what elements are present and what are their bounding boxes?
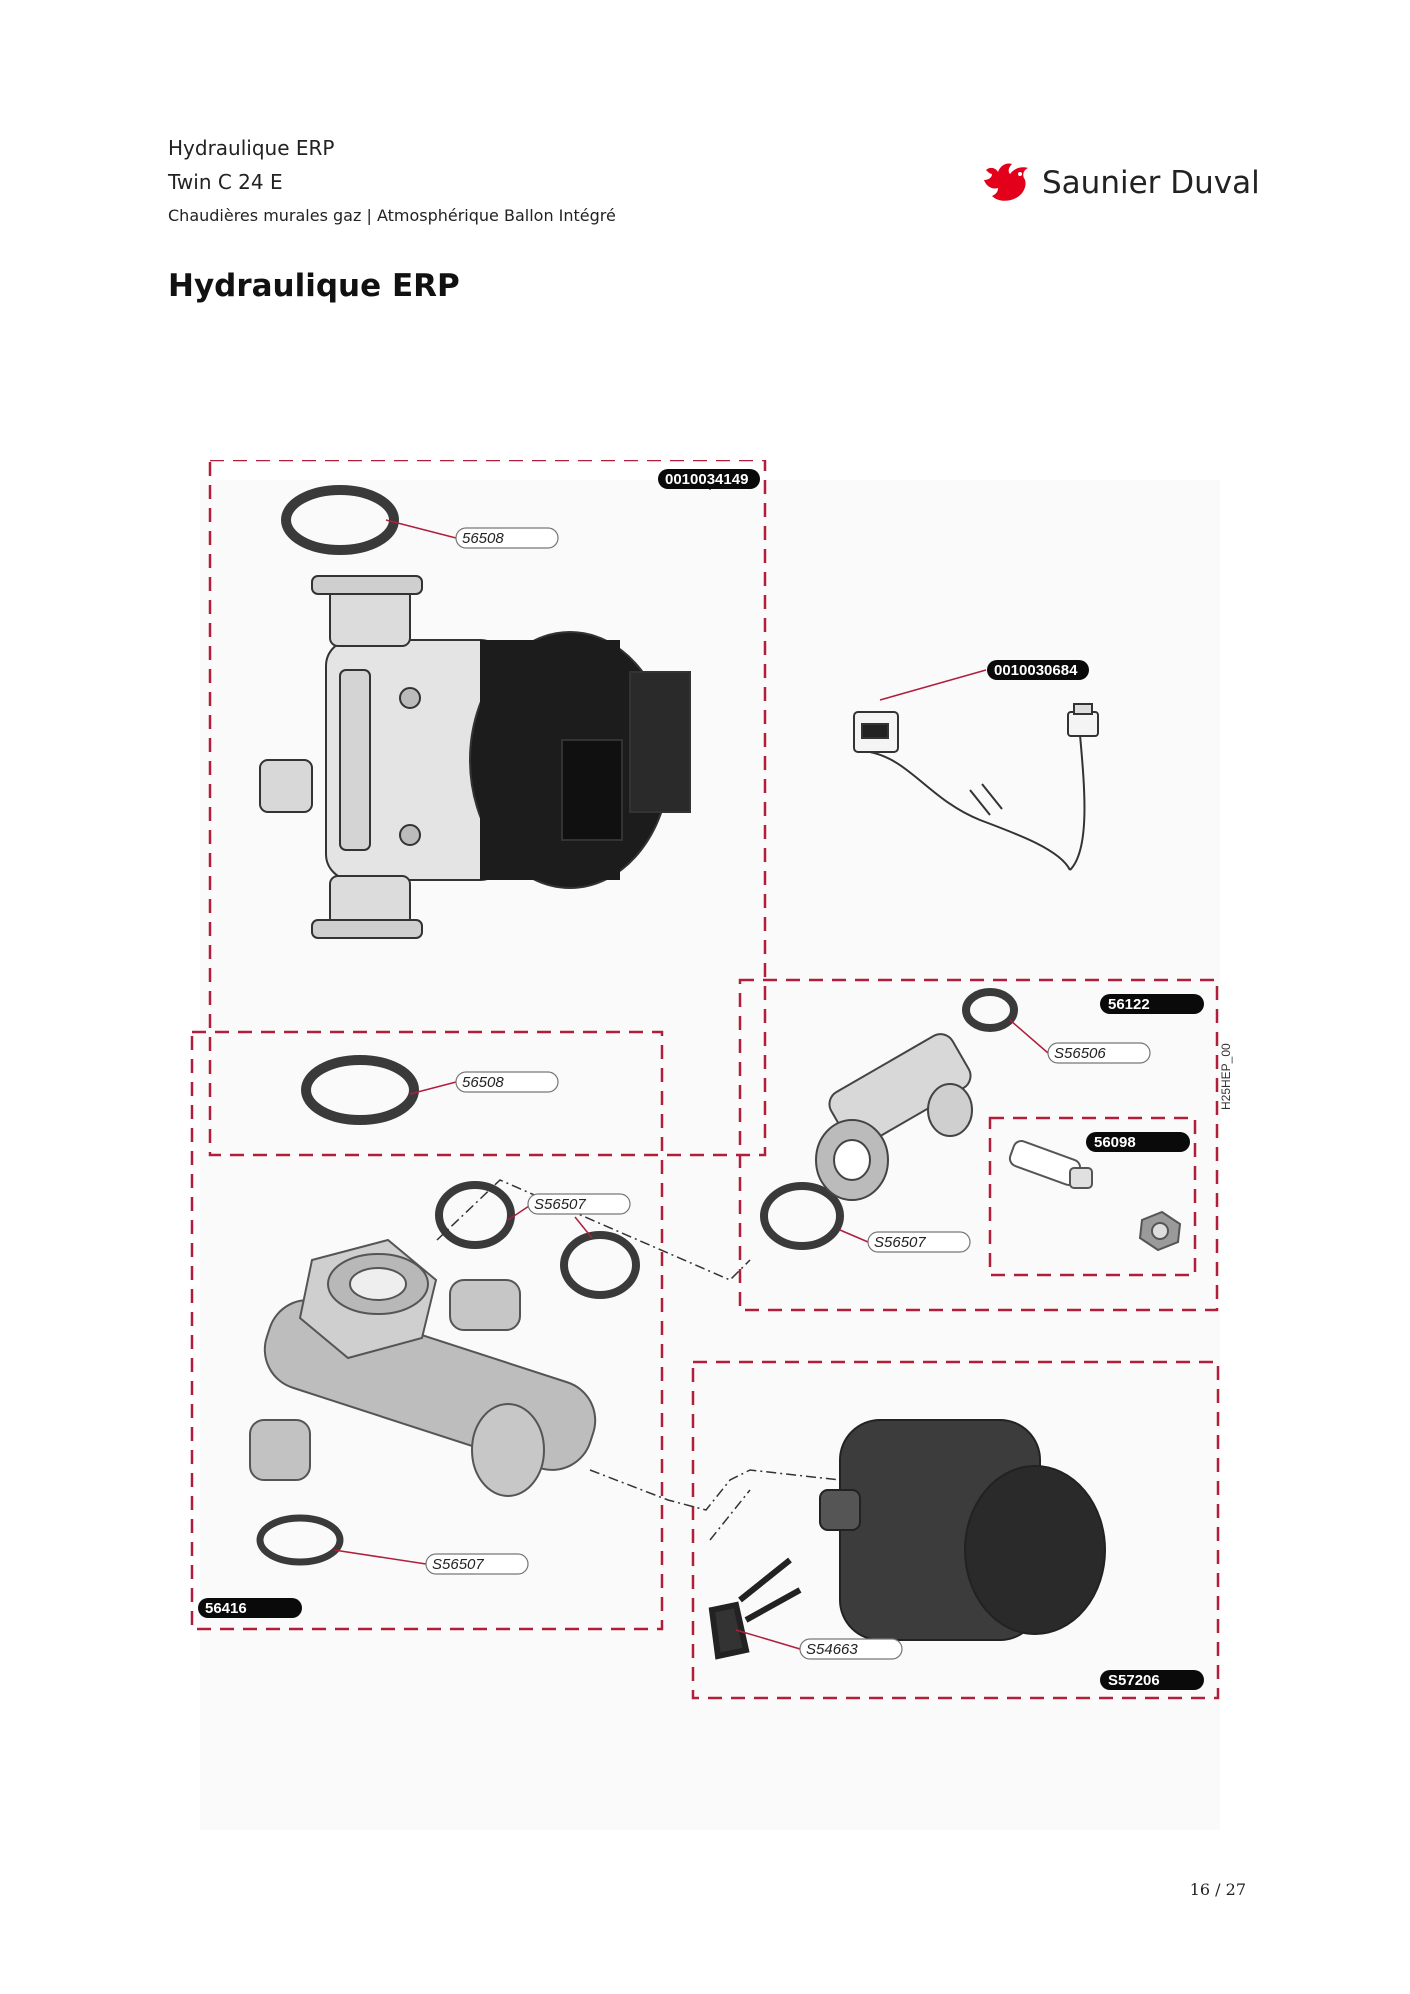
pump-cable bbox=[853, 703, 1099, 871]
page-title: Hydraulique ERP bbox=[168, 268, 460, 304]
seal-mid-ring bbox=[301, 1055, 419, 1125]
kit-label-cable: 0010030684 bbox=[987, 660, 1089, 680]
kit-label-motor-text: S57206 bbox=[1108, 1672, 1160, 1689]
seal-right-ring bbox=[962, 988, 1018, 1032]
brand-logo: Saunier Duval bbox=[980, 158, 1260, 208]
tee-body bbox=[815, 1033, 973, 1201]
part-ref-clip: S54663 bbox=[806, 1641, 858, 1658]
seal-top-ring bbox=[281, 485, 399, 555]
frame-motor-kit bbox=[691, 1360, 1220, 1700]
drawing-code: H25HEP_00 bbox=[1219, 1043, 1233, 1110]
diverter-motor bbox=[819, 1419, 1106, 1641]
header-category: Chaudières murales gaz | Atmosphérique B… bbox=[168, 206, 616, 225]
bird-logo-icon bbox=[984, 163, 1028, 201]
brand-name: Saunier Duval bbox=[1042, 165, 1260, 201]
header-document-title: Hydraulique ERP bbox=[168, 136, 335, 160]
kit-label-block-text: 56416 bbox=[205, 1600, 247, 1617]
kit-label-valve-text: 56098 bbox=[1094, 1134, 1136, 1151]
part-ref-seal-mid: 56508 bbox=[462, 1074, 504, 1091]
part-ref-seal-bottom: S56507 bbox=[432, 1556, 484, 1573]
page-number: 16 / 27 bbox=[1189, 1880, 1246, 1899]
kit-label-body-text: 56122 bbox=[1108, 996, 1150, 1013]
kit-label-pump: 0010034149 bbox=[658, 469, 760, 489]
valve-block bbox=[249, 1238, 597, 1497]
frame-body-kit bbox=[738, 978, 1219, 1312]
kit-label-body: 56122 bbox=[1100, 994, 1204, 1014]
kit-label-valve: 56098 bbox=[1086, 1132, 1190, 1152]
part-ref-seal-right-lower: S56507 bbox=[874, 1234, 926, 1251]
seal-pair-ring-2 bbox=[560, 1231, 640, 1299]
kit-label-motor: S57206 bbox=[1100, 1670, 1204, 1690]
exploded-parts-diagram: 0010034149 0010030684 56122 56098 56416 … bbox=[190, 460, 1240, 1850]
circulator-pump bbox=[259, 575, 691, 939]
kit-label-block: 56416 bbox=[198, 1598, 302, 1618]
seal-pair-ring-1 bbox=[435, 1181, 515, 1249]
frame-valve-kit bbox=[988, 1116, 1197, 1277]
part-ref-seal-right: S56506 bbox=[1054, 1045, 1106, 1062]
seal-right-lower-ring bbox=[760, 1182, 844, 1250]
retaining-clip bbox=[708, 1557, 802, 1660]
frame-pump-kit bbox=[208, 460, 767, 1157]
frame-block-kit bbox=[190, 1030, 664, 1631]
header-model-name: Twin C 24 E bbox=[168, 170, 283, 194]
valve-insert bbox=[1008, 1140, 1182, 1252]
part-ref-seals-pair: S56507 bbox=[534, 1196, 586, 1213]
seal-bottom-ring bbox=[256, 1514, 344, 1566]
kit-label-cable-text: 0010030684 bbox=[994, 662, 1078, 679]
part-ref-seal-top: 56508 bbox=[462, 530, 504, 547]
kit-label-pump-text: 0010034149 bbox=[665, 471, 748, 488]
